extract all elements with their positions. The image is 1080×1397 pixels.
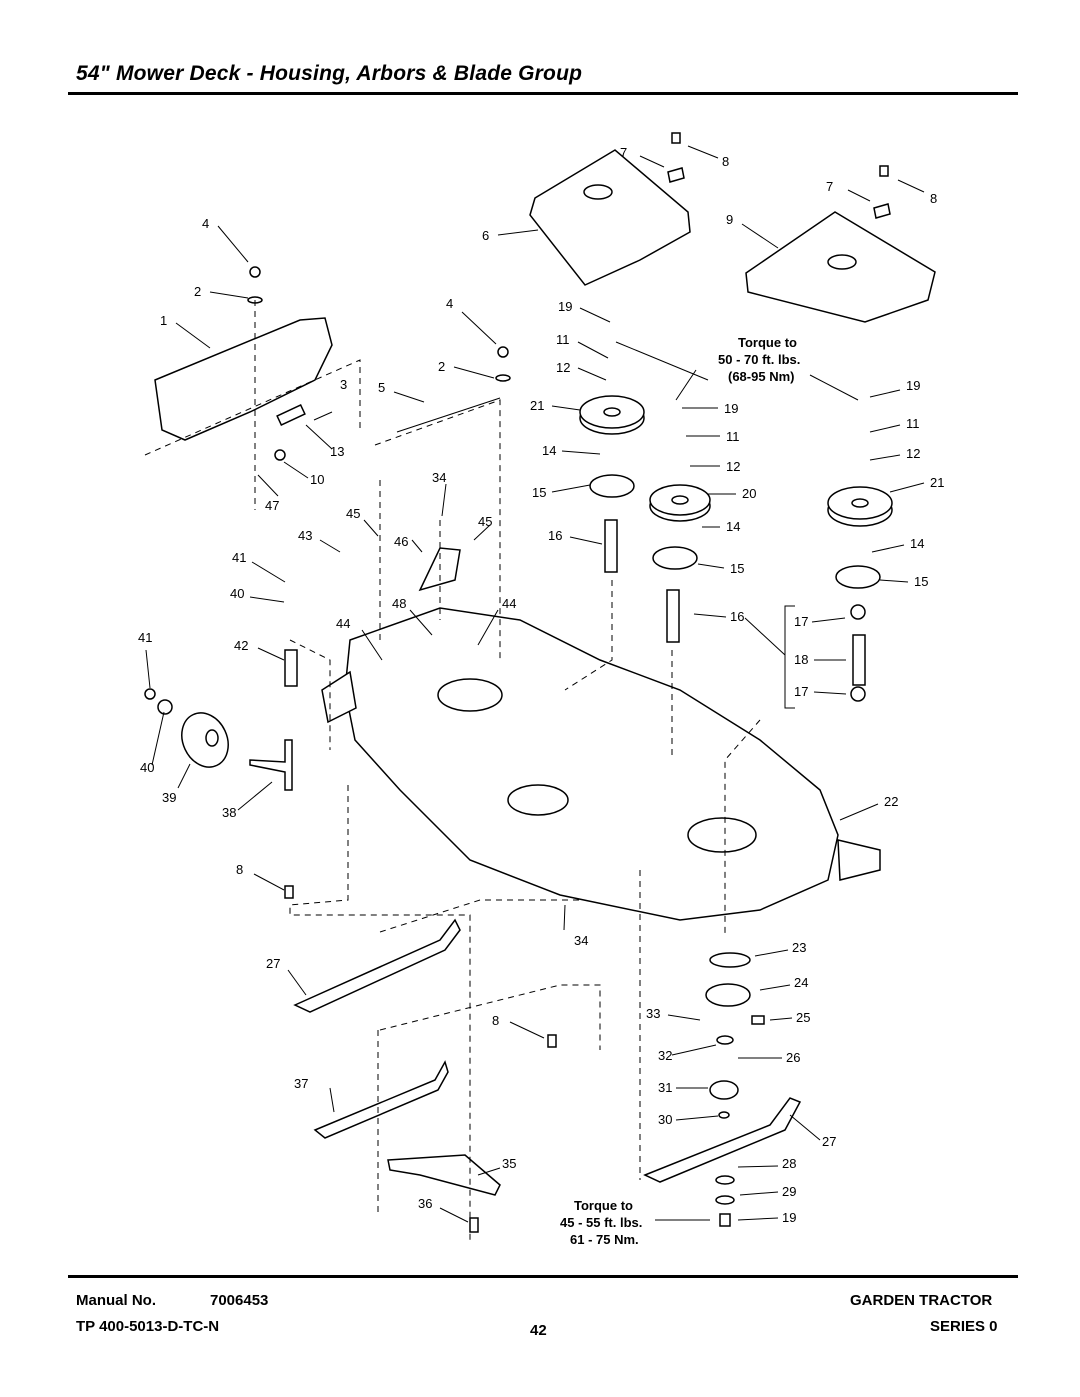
callout-16a: 16 <box>548 528 562 543</box>
callout-33: 33 <box>646 1006 660 1021</box>
callout-23: 23 <box>792 940 806 955</box>
callout-7a: 7 <box>620 145 627 160</box>
callout-4a: 4 <box>202 216 209 231</box>
callout-15b: 15 <box>730 561 744 576</box>
callout-6: 6 <box>482 228 489 243</box>
callout-11b: 11 <box>726 429 740 444</box>
tp-number: TP 400-5013-D-TC-N <box>76 1318 220 1335</box>
callout-11c: 11 <box>906 416 920 431</box>
callout-40a: 40 <box>230 586 244 601</box>
callout-1: 1 <box>160 313 167 328</box>
callout-35: 35 <box>502 1156 516 1171</box>
callout-8c: 8 <box>236 862 243 877</box>
callout-28: 28 <box>782 1156 796 1171</box>
callout-15a: 15 <box>532 485 546 500</box>
torque-lower-line3: 61 - 75 Nm. <box>570 1232 639 1247</box>
callout-25: 25 <box>796 1010 810 1025</box>
torque-upper-line2: 50 - 70 ft. lbs. <box>718 352 800 367</box>
callout-3: 3 <box>340 377 347 392</box>
callout-10: 10 <box>310 472 324 487</box>
callout-13: 13 <box>330 444 344 459</box>
callout-4b: 4 <box>446 296 453 311</box>
callout-47: 47 <box>265 498 279 513</box>
discharge-chute <box>154 317 333 441</box>
callout-8a: 8 <box>722 154 729 169</box>
torque-upper-line3: (68-95 Nm) <box>728 369 794 384</box>
callout-14b: 14 <box>726 519 740 534</box>
callout-18: 18 <box>794 652 808 667</box>
callout-44b: 44 <box>336 616 350 631</box>
page-number: 42 <box>530 1322 547 1339</box>
callout-5: 5 <box>378 380 385 395</box>
callout-40b: 40 <box>140 760 154 775</box>
blade-right <box>643 1097 802 1183</box>
callout-12a: 12 <box>556 360 570 375</box>
callout-36: 36 <box>418 1196 432 1211</box>
callout-48: 48 <box>392 596 406 611</box>
callout-30: 30 <box>658 1112 672 1127</box>
callout-14c: 14 <box>910 536 924 551</box>
callout-42: 42 <box>234 638 248 653</box>
torque-lower-line1: Torque to <box>574 1198 633 1213</box>
callout-21a: 21 <box>530 398 544 413</box>
callout-15c: 15 <box>914 574 928 589</box>
manual-number: 7006453 <box>210 1292 269 1309</box>
callout-31: 31 <box>658 1080 672 1095</box>
callout-45b: 45 <box>478 514 492 529</box>
callout-41b: 41 <box>138 630 152 645</box>
callout-37: 37 <box>294 1076 308 1091</box>
callout-19b: 19 <box>724 401 738 416</box>
torque-lower-line2: 45 - 55 ft. lbs. <box>560 1215 642 1230</box>
callout-17b: 17 <box>794 684 808 699</box>
callout-44a: 44 <box>502 596 516 611</box>
callout-32: 32 <box>658 1048 672 1063</box>
title-rule <box>68 92 1018 95</box>
series-name: SERIES 0 <box>930 1318 998 1335</box>
blade-left-lower <box>313 1060 449 1139</box>
torque-upper-line1: Torque to <box>738 335 797 350</box>
callout-12b: 12 <box>726 459 740 474</box>
callout-26: 26 <box>786 1050 800 1065</box>
callout-8b: 8 <box>930 191 937 206</box>
callout-11a: 11 <box>556 332 570 347</box>
callout-27a: 27 <box>266 956 280 971</box>
baffle-35 <box>387 1154 501 1196</box>
callout-29: 29 <box>782 1184 796 1199</box>
callout-20: 20 <box>742 486 756 501</box>
callout-39: 39 <box>162 790 176 805</box>
callout-46: 46 <box>394 534 408 549</box>
callout-19d: 19 <box>782 1210 796 1225</box>
callout-24: 24 <box>794 975 808 990</box>
callout-41a: 41 <box>232 550 246 565</box>
callout-27b: 27 <box>822 1134 836 1149</box>
gauge-wheel <box>181 712 229 768</box>
callout-17a: 17 <box>794 614 808 629</box>
manual-label: Manual No. <box>76 1292 157 1309</box>
callout-22: 22 <box>884 794 898 809</box>
callout-19a: 19 <box>558 299 572 314</box>
callout-19c: 19 <box>906 378 920 393</box>
product-name: GARDEN TRACTOR <box>850 1292 993 1309</box>
callout-38: 38 <box>222 805 236 820</box>
callout-34a: 34 <box>432 470 446 485</box>
callout-14a: 14 <box>542 443 556 458</box>
callout-12c: 12 <box>906 446 920 461</box>
callout-9: 9 <box>726 212 733 227</box>
parts-diagram: 7 8 7 8 9 6 4 2 1 4 2 3 5 13 10 47 19 11… <box>138 132 944 1247</box>
callout-16b: 16 <box>730 609 744 624</box>
deck-housing <box>344 607 839 921</box>
callout-43: 43 <box>298 528 312 543</box>
callout-45a: 45 <box>346 506 360 521</box>
belt-cover-left <box>529 149 691 286</box>
callout-2b: 2 <box>438 359 445 374</box>
callout-34b: 34 <box>574 933 588 948</box>
callout-2a: 2 <box>194 284 201 299</box>
callout-21b: 21 <box>930 475 944 490</box>
callout-8d: 8 <box>492 1013 499 1028</box>
page-title: 54" Mower Deck - Housing, Arbors & Blade… <box>76 62 583 85</box>
callout-7b: 7 <box>826 179 833 194</box>
blade-left-upper <box>293 918 461 1013</box>
footer-rule <box>68 1275 1018 1278</box>
